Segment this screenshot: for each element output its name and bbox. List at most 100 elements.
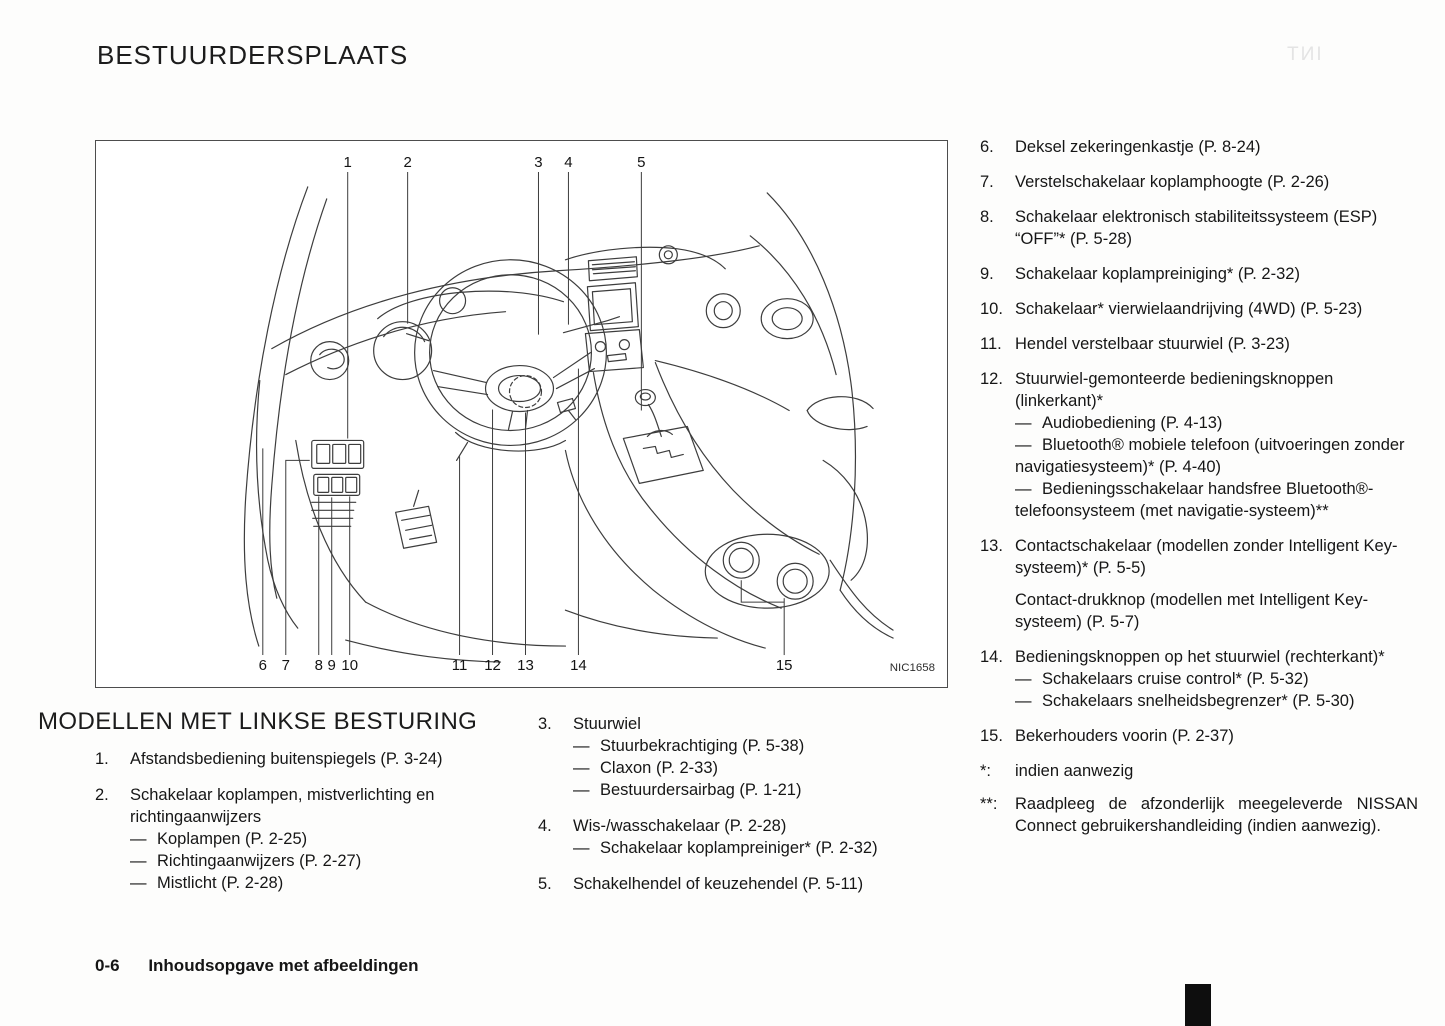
footnotes: *: indien aanwezig **: Raadpleeg de afzo… bbox=[980, 760, 1418, 837]
item-text: Verstelschakelaar koplamphoogte (P. 2-26… bbox=[1015, 173, 1330, 191]
dash-marker: — bbox=[130, 852, 147, 870]
dash-marker: — bbox=[1015, 414, 1032, 432]
sub-item-text: Bluetooth® mobiele telefoon (uitvoeringe… bbox=[1015, 436, 1405, 476]
item-text: Schakelaar* vierwielaandrijving (4WD) (P… bbox=[1015, 300, 1363, 318]
list-item: 10. Schakelaar* vierwielaandrijving (4WD… bbox=[980, 298, 1418, 320]
item-number: 7. bbox=[980, 173, 994, 191]
callout-number: 4 bbox=[564, 154, 572, 171]
sub-item: — Schakelaars cruise control* (P. 5-32) bbox=[1015, 668, 1418, 690]
dash-marker: — bbox=[573, 737, 590, 755]
list-item: 9. Schakelaar koplampreiniging* (P. 2-32… bbox=[980, 263, 1418, 285]
sub-item-text: Richtingaanwijzers (P. 2-27) bbox=[157, 852, 362, 870]
sub-item: — Koplampen (P. 2-25) bbox=[130, 828, 495, 850]
footnote-text: Raadpleeg de afzonderlijk meegeleverde N… bbox=[1015, 795, 1418, 835]
item-number: 4. bbox=[538, 817, 552, 835]
callout-number: 9 bbox=[328, 657, 336, 674]
callout-number: 7 bbox=[282, 657, 290, 674]
sub-item-text: Schakelaar koplampreiniger* (P. 2-32) bbox=[600, 839, 878, 857]
sub-item: — Audiobediening (P. 4-13) bbox=[1015, 412, 1418, 434]
callout-number: 10 bbox=[341, 657, 358, 674]
figure-code: NIC1658 bbox=[890, 662, 935, 674]
list-item: 2. Schakelaar koplampen, mistverlichting… bbox=[95, 784, 495, 894]
list-item: 11. Hendel verstelbaar stuurwiel (P. 3-2… bbox=[980, 333, 1418, 355]
callout-number: 8 bbox=[315, 657, 323, 674]
callout-number: 12 bbox=[484, 657, 501, 674]
item-number: 3. bbox=[538, 715, 552, 733]
sub-item: —Mistlicht (P. 2-28) bbox=[130, 872, 495, 894]
sub-item-text: Bestuurdersairbag (P. 1-21) bbox=[600, 781, 802, 799]
dashboard-illustration bbox=[243, 186, 894, 663]
page-footer: 0-6 Inhoudsopgave met afbeeldingen bbox=[95, 956, 418, 976]
sub-item: — Stuurbekrachtiging (P. 5-38) bbox=[573, 735, 906, 757]
list-item: 15. Bekerhouders voorin (P. 2-37) bbox=[980, 725, 1418, 747]
list-item: 4. Wis-/wasschakelaar (P. 2-28) —Schakel… bbox=[538, 815, 906, 859]
item-text: Stuurwiel bbox=[573, 715, 641, 733]
footnote-marker: **: bbox=[980, 795, 998, 813]
item-text: Deksel zekeringenkastje (P. 8-24) bbox=[1015, 138, 1261, 156]
footnote: *: indien aanwezig bbox=[980, 760, 1418, 782]
list-item: 8. Schakelaar elektronisch stabiliteitss… bbox=[980, 206, 1418, 250]
callout-number: 14 bbox=[570, 657, 587, 674]
item-text: Bedieningsknoppen op het stuurwiel (rech… bbox=[1015, 648, 1385, 666]
sub-item-text: Schakelaars snelheidsbegrenzer* (P. 5-30… bbox=[1042, 692, 1355, 710]
callout-number: 3 bbox=[534, 154, 542, 171]
a-pillar-lines bbox=[243, 186, 328, 647]
list-item: 12. Stuurwiel-gemonteerde bedieningsknop… bbox=[980, 368, 1418, 522]
sub-item: — Schakelaar koplampreiniger* (P. 2-32) bbox=[573, 837, 906, 859]
leader-lines bbox=[262, 171, 785, 656]
footnote-text: indien aanwezig bbox=[1015, 762, 1134, 780]
callout-number: 11 bbox=[452, 657, 468, 674]
item-number: 8. bbox=[980, 208, 994, 226]
dash-marker: — bbox=[130, 874, 147, 892]
item-text: Schakelaar koplampreiniging* (P. 2-32) bbox=[1015, 265, 1300, 283]
steering-column bbox=[406, 316, 620, 462]
footer-title: Inhoudsopgave met afbeeldingen bbox=[148, 956, 419, 975]
sub-item-text: Koplampen (P. 2-25) bbox=[157, 830, 308, 848]
dash-marker: — bbox=[130, 830, 147, 848]
callout-number: 5 bbox=[637, 154, 645, 171]
page-number: 0-6 bbox=[95, 956, 120, 975]
sub-item: —Bluetooth® mobiele telefoon (uitvoering… bbox=[1015, 434, 1418, 478]
sub-item: — Richtingaanwijzers (P. 2-27) bbox=[130, 850, 495, 872]
page-edge-tab bbox=[1185, 984, 1211, 1026]
console-lines bbox=[345, 361, 820, 663]
dash-marker: — bbox=[1015, 670, 1032, 688]
item-text: Schakelhendel of keuzehendel (P. 5-11) bbox=[573, 875, 864, 893]
list-item: 14. Bedieningsknoppen op het stuurwiel (… bbox=[980, 646, 1418, 712]
item-text: Schakelaar elektronisch stabiliteitssyst… bbox=[1015, 208, 1378, 248]
callout-numbers: 1 2 3 4 5 6 7 8 9 10 11 12 13 14 15 bbox=[259, 154, 793, 674]
list-item: 3. Stuurwiel — Stuurbekrachtiging (P. 5-3… bbox=[538, 713, 906, 801]
item-text: Afstandsbediening buitenspiegels (P. 3-2… bbox=[130, 750, 443, 768]
switch-panel bbox=[311, 439, 365, 527]
dash-marker: — bbox=[1015, 436, 1032, 454]
list-item: 7. Verstelschakelaar koplamphoogte (P. 2… bbox=[980, 171, 1418, 193]
callout-number: 6 bbox=[259, 657, 267, 674]
dash-marker: — bbox=[573, 759, 590, 777]
sub-item-text: Bedieningsschakelaar handsfree Bluetooth… bbox=[1015, 480, 1374, 520]
callout-number: 15 bbox=[776, 657, 793, 674]
item-number: 11. bbox=[980, 335, 1002, 353]
air-vent-left bbox=[310, 341, 350, 381]
sub-item-text: Audiobediening (P. 4-13) bbox=[1042, 414, 1223, 432]
dashboard-figure: 1 2 3 4 5 6 7 8 9 10 11 12 13 14 15 NIC1… bbox=[95, 140, 948, 688]
list-item: 6. Deksel zekeringenkastje (P. 8-24) bbox=[980, 136, 1418, 158]
section-heading: MODELLEN MET LINKSE BESTURING bbox=[38, 708, 478, 735]
sub-item-text: Claxon (P. 2-33) bbox=[600, 759, 719, 777]
item-number: 2. bbox=[95, 786, 109, 804]
sub-item-text: Schakelaars cruise control* (P. 5-32) bbox=[1042, 670, 1309, 688]
item-number: 9. bbox=[980, 265, 994, 283]
dash-marker: — bbox=[573, 839, 590, 857]
left-column: 1. Afstandsbediening buitenspiegels (P. … bbox=[95, 748, 495, 908]
item-paragraph: Contact-drukknop (modellen met Intellige… bbox=[1015, 591, 1369, 631]
item-number: 13. bbox=[980, 537, 1003, 555]
list-item: 13. Contactschakelaar (modellen zonder I… bbox=[980, 535, 1418, 633]
sub-item: —Bestuurdersairbag (P. 1-21) bbox=[573, 779, 906, 801]
item-number: 12. bbox=[980, 370, 1003, 388]
door-panel-right bbox=[749, 192, 894, 639]
instrument-cluster bbox=[373, 287, 467, 381]
callout-number: 13 bbox=[517, 657, 534, 674]
sub-item-text: Stuurbekrachtiging (P. 5-38) bbox=[600, 737, 805, 755]
sub-item: —Schakelaars snelheidsbegrenzer* (P. 5-3… bbox=[1015, 690, 1418, 712]
item-number: 6. bbox=[980, 138, 994, 156]
item-text: Stuurwiel-gemonteerde bedieningsknoppen … bbox=[1015, 370, 1334, 410]
